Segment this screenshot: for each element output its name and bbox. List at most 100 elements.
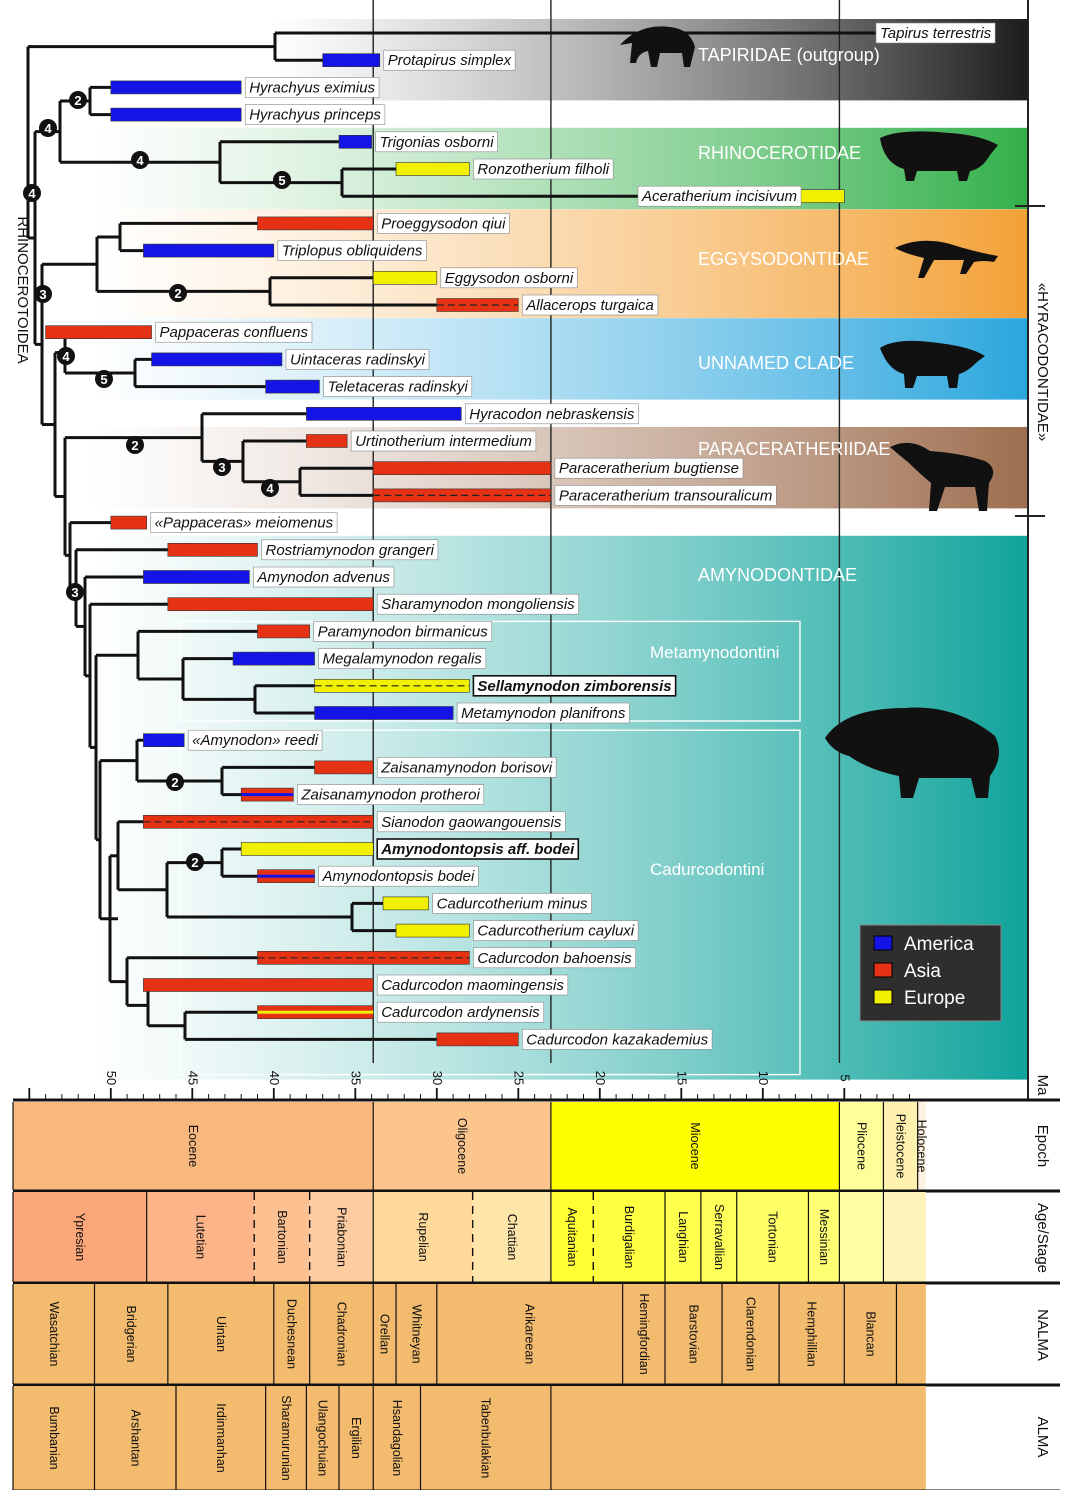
epochs-label: Pleistocene [894,1114,908,1179]
alma-label: Ulangochuian [316,1400,330,1476]
axis-tick-label: 15 [674,1071,689,1085]
taxon-label: Megalamynodon regalis [323,651,483,668]
alma-label: Bumbanian [47,1406,61,1469]
range-bar [306,407,461,420]
nalma-label: Hemphillian [805,1301,819,1366]
taxon-label: Urtinotherium intermedium [355,433,532,450]
nalma-label: Hemingfordian [637,1293,651,1374]
stages-label: Lutetian [193,1215,207,1260]
range-bar [143,571,249,584]
taxon-label: Sellamynodon zimborensis [477,678,671,695]
taxon-label: Amynodontopsis bodei [322,868,475,885]
alma-label: Sharamurunian [279,1395,293,1481]
range-bar [233,652,314,665]
axis-tick-label: 20 [593,1071,608,1085]
clade-label: RHINOCEROTIDAE [698,143,861,163]
taxon-label: «Amynodon» reedi [192,732,319,749]
taxon-label: Rostriamynodon grangeri [266,542,435,559]
taxon-label: Cadurcotherium cayluxi [477,923,634,940]
taxon-label: Cadurcodon maomingensis [381,977,564,994]
taxon-label: Hyrachyus eximius [249,79,375,96]
hyracodontidae-label: «HYRACODONTIDAE» [1034,283,1051,441]
node-support-label: 3 [218,460,225,475]
range-bar-secondary [241,793,293,796]
epoch-row-label: Epoch [1034,1125,1051,1168]
range-bar [241,843,373,856]
taxon-label: Triplopus obliquidens [282,243,423,260]
alma-row-label: ALMA [1034,1417,1051,1458]
range-bar [373,271,437,284]
nalma-label: Barstovian [687,1304,701,1363]
range-bar [111,108,241,121]
taxon-label: Cadurcotherium minus [437,895,588,912]
ma-label: Ma [1034,1075,1051,1096]
taxon-label: Protapirus simplex [388,52,512,69]
taxon-label: Aceratherium incisivum [641,188,797,205]
geologic-timescale: EoceneOligoceneMiocenePliocenePleistocen… [13,1102,1060,1490]
taxon-label: Cadurcodon kazakademius [526,1031,708,1048]
axis-tick-label: 5 [837,1074,852,1081]
taxon-label: Paramynodon birmanicus [318,623,489,640]
range-bar [315,761,374,774]
stages-label: Langhian [676,1211,690,1262]
nalma-row-label: NALMA [1034,1309,1051,1361]
range-bar [46,326,152,339]
taxon-label: Paraceratherium transouralicum [559,487,772,504]
range-bar [315,707,454,720]
taxon-label: Amynodon advenus [256,569,390,586]
taxon-label: Hyrachyus princeps [249,107,381,124]
range-bar [339,135,372,148]
clade-label: TAPIRIDAE (outgroup) [698,45,880,65]
stages-label: Messinian [817,1209,831,1265]
range-bar [143,734,184,747]
stages-label: Bartonian [275,1210,289,1264]
range-bar [111,81,241,94]
stages-label: Tortonian [766,1211,780,1262]
stages-label: Burdigalian [622,1206,636,1269]
range-bar-secondary [258,875,315,878]
taxon-label: Uintaceras radinskyi [290,351,426,368]
taxon-label: «Pappaceras» meiomenus [155,515,334,532]
taxon-label: Metamynodon planifrons [461,705,626,722]
nalma-label: Orellan [378,1314,392,1354]
range-bar [323,54,380,67]
nalma-cell [896,1284,925,1384]
subclade-label: Cadurcodontini [650,860,764,879]
taxon-label: Cadurcodon ardynensis [381,1004,540,1021]
alma-label: Tabenbulakian [479,1398,493,1479]
legend-swatch [874,936,892,950]
node-support-label: 4 [62,349,70,364]
epochs-label: Miocene [688,1122,702,1169]
axis-tick-label: 40 [267,1071,282,1085]
node-support-label: 2 [174,286,181,301]
clade-label: AMYNODONTIDAE [698,565,857,585]
axis-tick-label: 10 [756,1071,771,1085]
range-bar [396,163,469,176]
taxon-label: Allacerops turgaica [525,297,654,314]
taxon-label: Ronzotherium filholi [477,161,609,178]
epochs-label: Pliocene [854,1122,868,1170]
nalma-label: Wasatchian [47,1302,61,1367]
range-bar [383,897,429,910]
taxon-label: Sianodon gaowangouensis [381,814,562,831]
alma-label: Arshantan [128,1410,142,1467]
stages-cell [839,1192,883,1282]
legend-label: Asia [904,961,941,982]
epochs-label: Oligocene [455,1118,469,1174]
range-bar [258,625,310,638]
taxon-label: Hyracodon nebraskensis [469,406,635,423]
nalma-label: Duchesnean [285,1299,299,1369]
taxon-label: Eggysodon osborni [445,270,574,287]
stages-label: Rupelian [416,1212,430,1261]
range-bar [396,924,469,937]
range-bar [143,979,373,992]
range-bar [437,1033,519,1046]
taxon-label: Cadurcodon bahoensis [477,950,632,967]
alma-label: Hsandagolian [390,1400,404,1476]
alma-label: Ergilian [349,1417,363,1459]
range-bar [373,462,551,475]
taxon-label: Trigonias osborni [380,134,495,151]
nalma-label: Uintan [214,1316,228,1352]
legend-label: Europe [904,988,965,1009]
